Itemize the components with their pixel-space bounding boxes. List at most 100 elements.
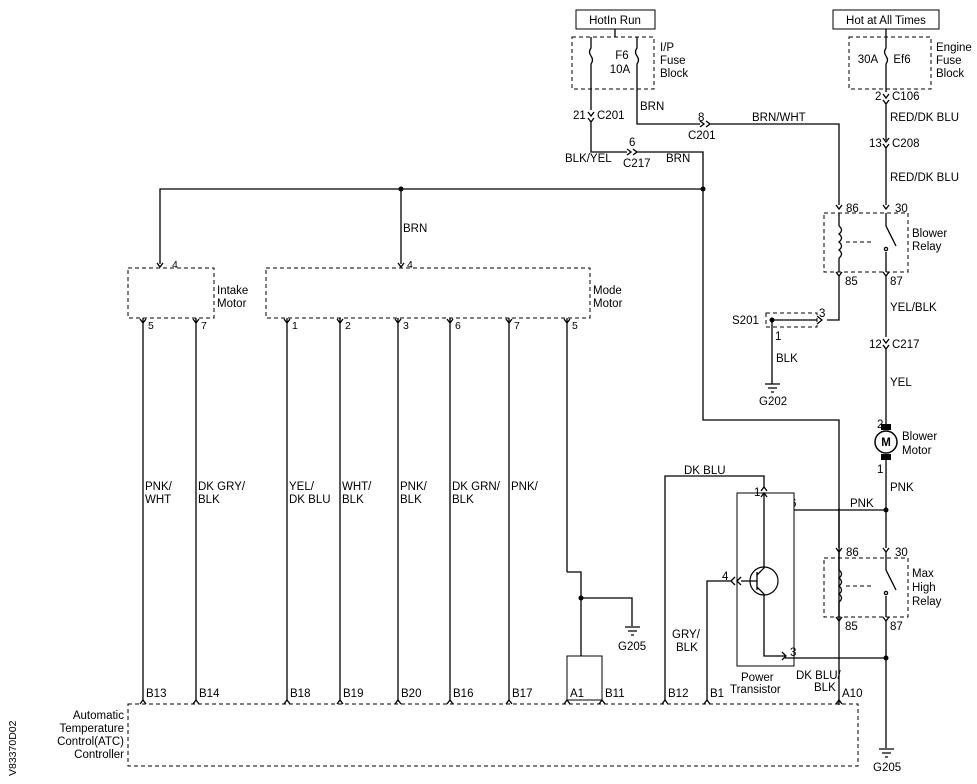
power-transistor-label-2: Transistor (730, 684, 781, 696)
wire-label-red-dk-blu-1: RED/DK BLU (890, 112, 959, 124)
max-high-relay-label-2: High (912, 582, 936, 594)
connector-c201-b: C201 (688, 130, 716, 142)
s201-pin-1: 1 (775, 331, 781, 343)
wire-brn-bus (159, 188, 703, 264)
controller-pin-mark (192, 698, 200, 705)
controller-pin-mark (661, 698, 669, 705)
motor-wire-label-line2: DK BLU (289, 494, 331, 506)
motor-wire (394, 318, 402, 700)
ip-fuse-block-label-2: Fuse (660, 55, 686, 67)
motor-wire-label-line2: BLK (198, 494, 220, 506)
fuse-ef6 (883, 37, 889, 89)
max-high-relay-box (823, 557, 909, 618)
mode-motor-box (265, 267, 591, 319)
engine-fuse-block (848, 36, 932, 90)
intake-motor-label-2: Motor (217, 298, 247, 310)
motor-wire (563, 318, 571, 572)
connector-c217: C217 (623, 158, 651, 170)
intake-motor-box (127, 267, 215, 319)
blower-motor-label-1: Blower (902, 431, 937, 443)
motor-wire (336, 318, 344, 700)
controller-pin-label: A1 (570, 688, 584, 700)
controller-pin-label: B14 (199, 688, 220, 700)
blower-relay-pin-85: 85 (845, 276, 858, 288)
s201-pin-3: 3 (819, 308, 825, 320)
ip-fuse-block-label-1: I/P (660, 42, 674, 54)
max-high-relay-label-3: Relay (912, 596, 942, 608)
atc-controller-box (127, 703, 859, 767)
connector-c208: C208 (892, 138, 920, 150)
motor-wire-label-line2: WHT (145, 494, 171, 506)
max-high-pin-86: 86 (846, 547, 859, 559)
motor-pin-number: 2 (345, 320, 351, 332)
wire-brn-wht (636, 89, 840, 205)
controller-pin-label: B12 (668, 688, 688, 700)
ground-g202-label: G202 (759, 396, 787, 408)
controller-pin-label: B20 (401, 688, 421, 700)
motor-wire-label-line1: WHT/ (342, 481, 372, 493)
engine-fuse-block-label-3: Block (936, 68, 964, 80)
pin-13: 13 (869, 138, 882, 150)
wire-label-dk-blu: DK BLU (684, 465, 726, 477)
wire-label-yel-blk: YEL/BLK (890, 302, 937, 314)
motor-pin-number: 5 (572, 320, 578, 332)
wire-label-blk-yel: BLK/YEL (565, 153, 612, 165)
pin-12: 12 (869, 339, 882, 351)
hot-in-run-label: HotIn Run (589, 15, 641, 27)
wire-gry-blk (706, 580, 731, 700)
motor-pin-number: 6 (455, 320, 461, 332)
controller-pin-mark (446, 698, 454, 705)
wire-label-dk-blu-blk-2: BLK (814, 682, 836, 694)
pt-pin-3: 3 (790, 647, 796, 659)
blower-relay-pin-87: 87 (890, 276, 903, 288)
blower-relay-pin-86: 86 (846, 203, 859, 215)
ip-fuse-block (571, 36, 655, 90)
connector-c106: C106 (892, 91, 920, 103)
wire-label-brn-top: BRN (666, 153, 690, 165)
max-high-pin-30: 30 (895, 547, 908, 559)
wire-label-pnk: PNK (850, 498, 874, 510)
wire-label-brn-mode: BRN (403, 223, 427, 235)
power-transistor-label-1: Power (741, 672, 774, 684)
wire-red-dk-blu (882, 89, 890, 205)
controller-pin-mark (283, 698, 291, 705)
motor-wire-label-line1: PNK/ (400, 481, 428, 493)
atc-label-2: Temperature (59, 723, 124, 735)
wire-label-yel: YEL (890, 377, 912, 389)
max-high-relay-label-1: Max (912, 568, 934, 580)
pin-2-c106: 2 (875, 91, 881, 103)
controller-pin-label: B13 (146, 688, 166, 700)
pt-pin-4: 4 (722, 571, 729, 583)
intake-motor-label-1: Intake (217, 285, 248, 297)
controller-pin-mark (139, 698, 147, 705)
controller-pin-label: B11 (605, 688, 625, 700)
blower-motor-bottom-cap (881, 454, 891, 460)
blower-motor-pin-2: 2 (877, 419, 883, 431)
engine-fuse-block-label-2: Fuse (936, 55, 962, 67)
fuse-f6-rating: 10A (610, 64, 631, 76)
mode-motor-label-1: Mode (593, 285, 622, 297)
pt-pin-1: 1 (754, 487, 760, 499)
atc-label-4: Controller (74, 749, 124, 761)
controller-pin-mark (336, 698, 344, 705)
atc-label-1: Automatic (73, 710, 124, 722)
wire-ground-g205 (567, 571, 633, 626)
motor-pin-number: 5 (148, 320, 154, 332)
wire-label-gry-blk-1: GRY/ (672, 629, 701, 641)
wire-label-blk: BLK (776, 353, 798, 365)
wire-dk-blu (664, 475, 765, 700)
splice-s201-label: S201 (732, 315, 759, 327)
wire-yel-blk-yel (882, 276, 890, 424)
figure-id: V83370D02 (7, 720, 19, 776)
wire-label-dk-blu-blk-1: DK BLU/ (796, 670, 842, 682)
blower-relay-label-1: Blower (912, 228, 947, 240)
motor-wire-label-line2: BLK (342, 494, 364, 506)
motor-wire (283, 318, 291, 700)
fuse-f6-right (634, 37, 640, 89)
wire-blk-yel-brn (587, 89, 840, 705)
motor-pin-number: 3 (403, 320, 409, 332)
max-high-pin-87: 87 (890, 621, 903, 633)
controller-pin-label: B16 (453, 688, 473, 700)
ip-fuse-block-label-3: Block (660, 68, 688, 80)
